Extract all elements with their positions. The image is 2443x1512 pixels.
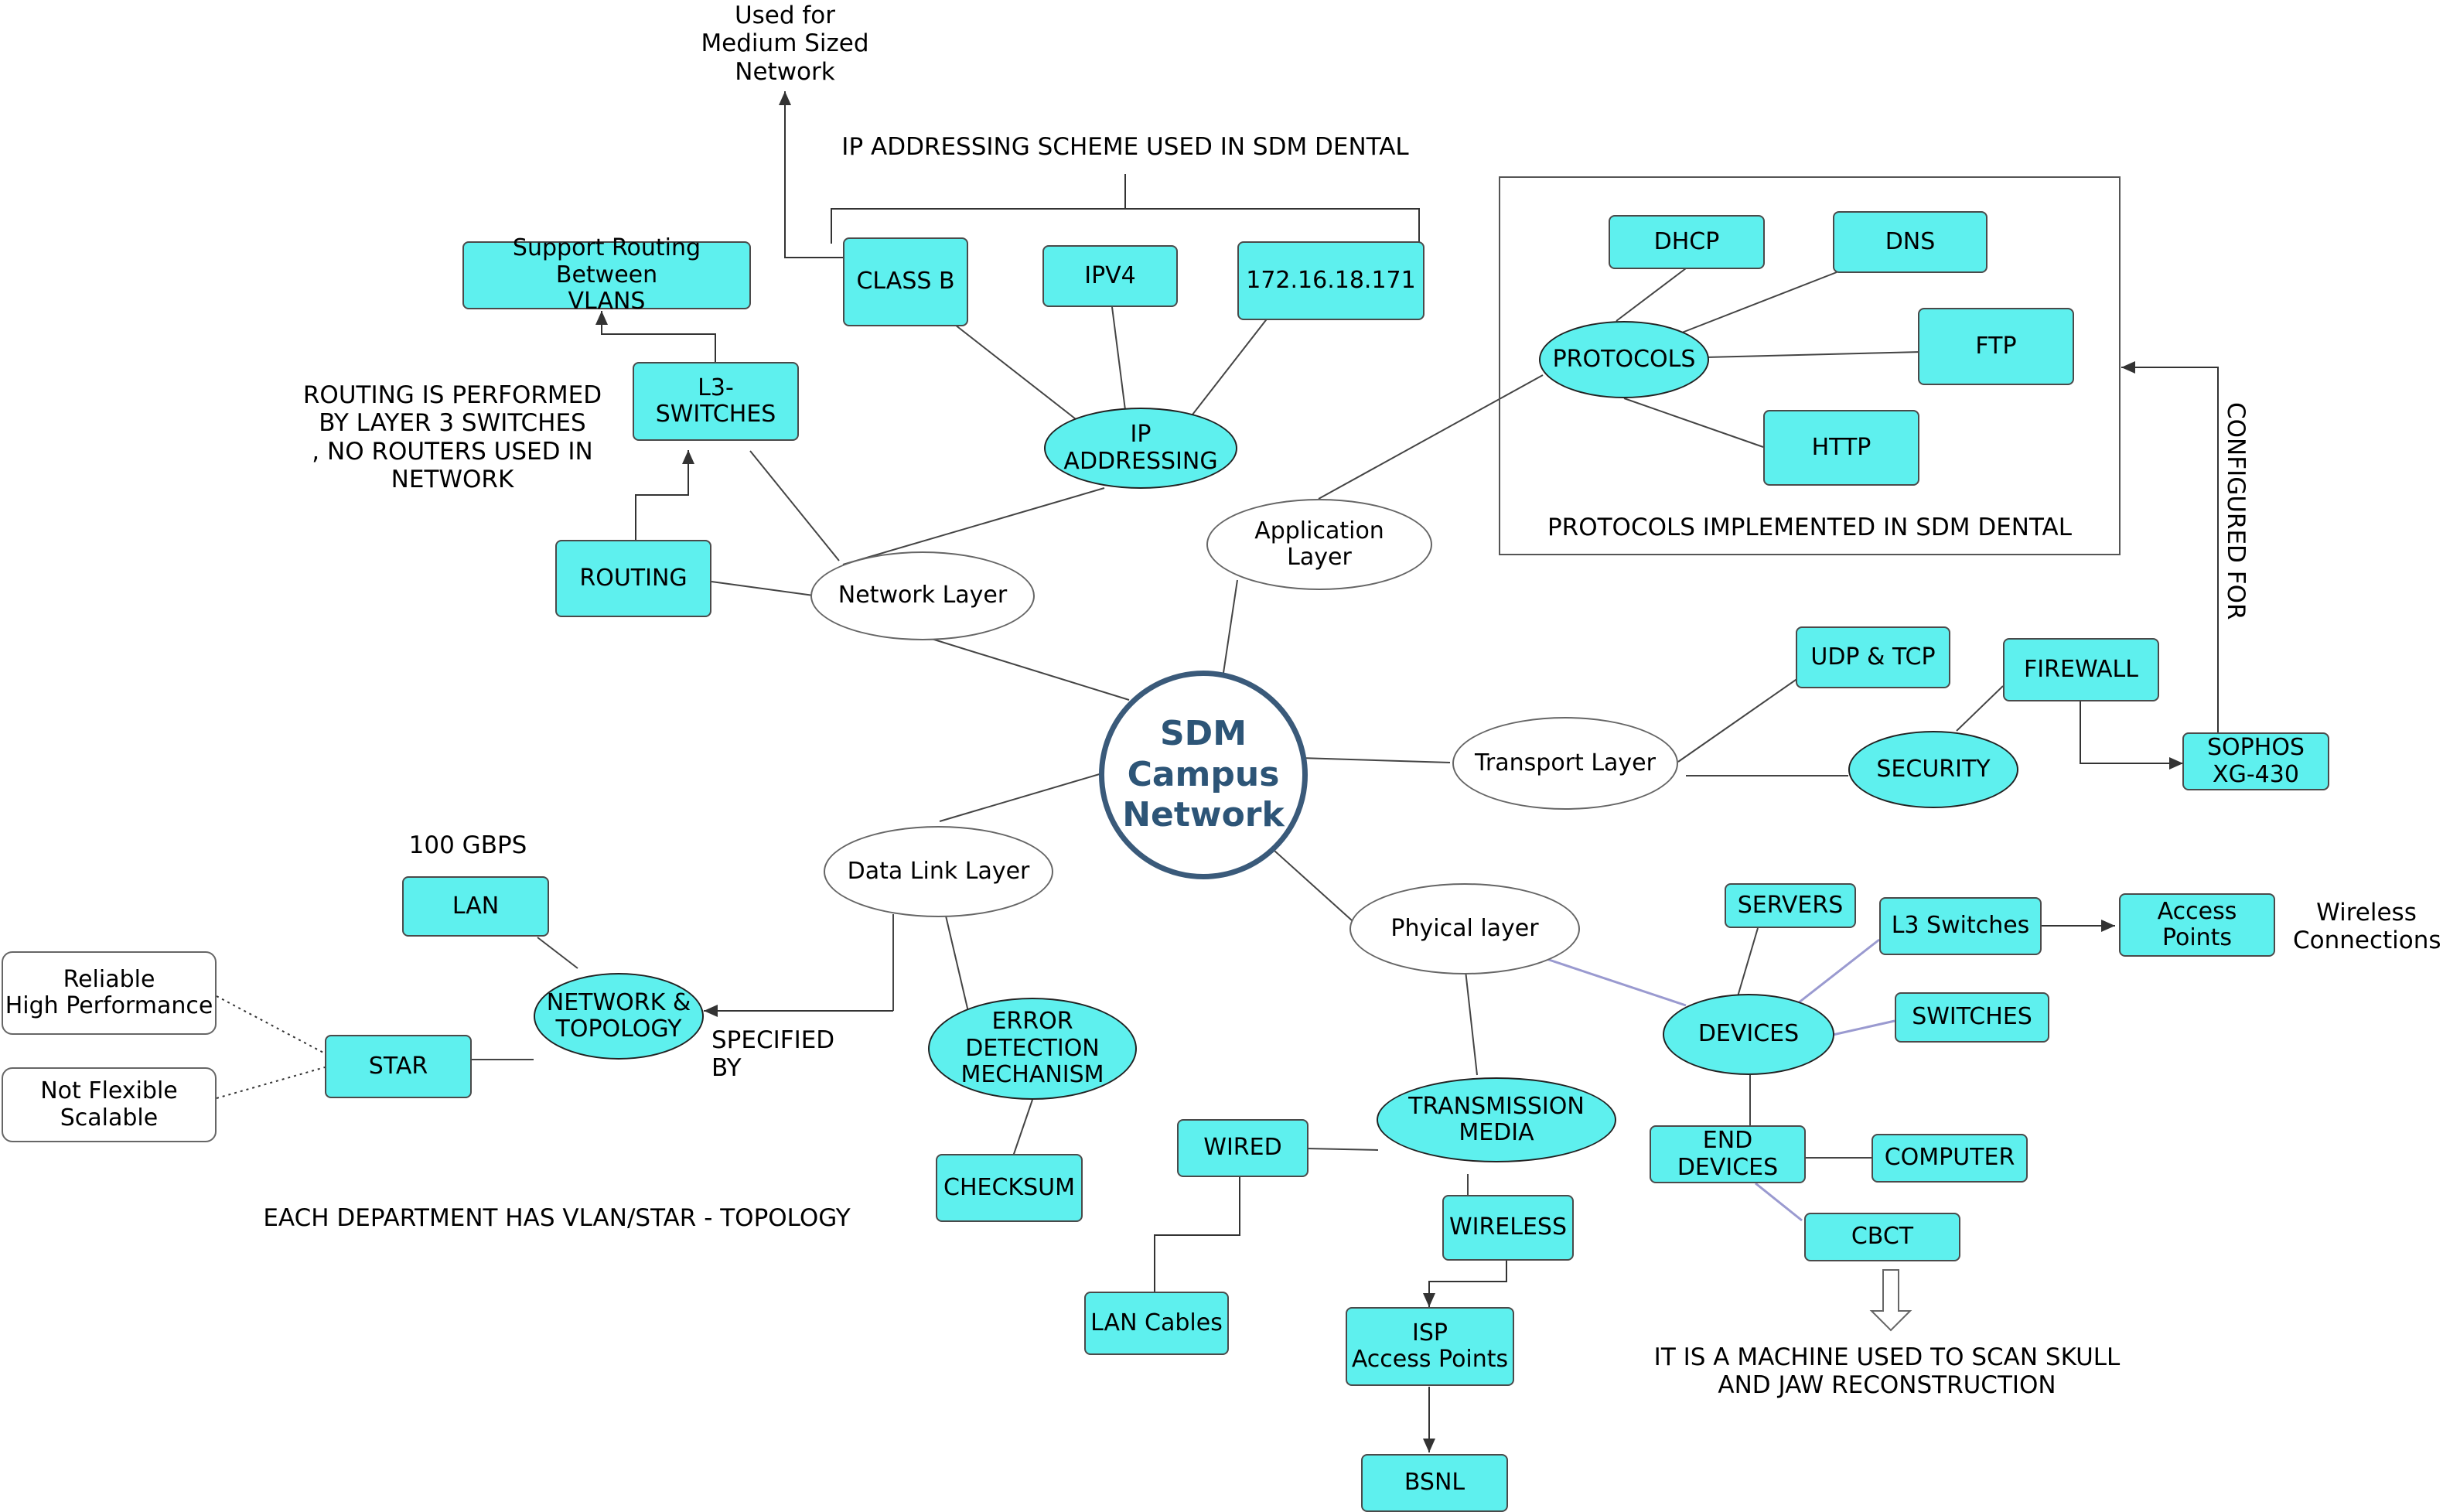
l3-switches-device-node: L3 Switches: [1879, 897, 2042, 955]
sophos-node: SOPHOS XG-430: [2182, 732, 2329, 790]
protocols-node: PROTOCOLS: [1539, 321, 1709, 398]
ip-scheme-caption: IP ADDRESSING SCHEME USED IN SDM DENTAL: [841, 133, 1409, 161]
wireless-node: WIRELESS: [1442, 1195, 1574, 1261]
specified-by-label: SPECIFIED BY: [711, 1026, 835, 1083]
servers-node: SERVERS: [1725, 883, 1856, 928]
access-points-node: Access Points: [2119, 893, 2275, 957]
wireless-connections-label: Wireless Connections: [2293, 899, 2441, 955]
devices-node: DEVICES: [1663, 994, 1834, 1075]
routing-note: ROUTING IS PERFORMED BY LAYER 3 SWITCHES…: [302, 381, 602, 493]
center-campus-network: SDM Campus Network: [1099, 671, 1308, 879]
routing-node: ROUTING: [555, 540, 711, 617]
protocols-caption: PROTOCOLS IMPLEMENTED IN SDM DENTAL: [1547, 514, 2073, 541]
support-routing-node: Support Routing Between VLANS: [462, 235, 751, 315]
vlan-note: EACH DEPARTMENT HAS VLAN/STAR - TOPOLOGY: [263, 1204, 851, 1232]
checksum-node: CHECKSUM: [936, 1154, 1083, 1222]
firewall-node: FIREWALL: [2003, 638, 2159, 701]
network-layer: Network Layer: [810, 551, 1035, 640]
not-flexible-box: Not Flexible Scalable: [2, 1067, 217, 1142]
cbct-note: IT IS A MACHINE USED TO SCAN SKULL AND J…: [1653, 1343, 2121, 1400]
protocols-frame: [1499, 176, 2121, 555]
isp-access-points-node: ISP Access Points: [1346, 1307, 1514, 1386]
l3-switches-node: L3- SWITCHES: [633, 362, 799, 441]
class-b-node: CLASS B: [843, 237, 968, 326]
ftp-node: FTP: [1918, 308, 2074, 385]
cbct-node: CBCT: [1804, 1213, 1960, 1261]
switches-node: SWITCHES: [1895, 992, 2049, 1043]
physical-layer: Phyical layer: [1349, 883, 1580, 974]
ip-addressing-node: IP ADDRESSING: [1044, 408, 1237, 489]
configured-for-label: CONFIGURED FOR: [2222, 402, 2250, 620]
dns-node: DNS: [1833, 211, 1987, 273]
reliable-box: Reliable High Performance: [2, 951, 217, 1035]
transmission-media-node: TRANSMISSION MEDIA: [1377, 1077, 1616, 1162]
dhcp-node: DHCP: [1609, 215, 1765, 269]
star-node: STAR: [325, 1035, 472, 1098]
lan-speed-label: 100 GBPS: [408, 831, 527, 859]
lan-cables-node: LAN Cables: [1084, 1292, 1229, 1355]
bsnl-node: BSNL: [1361, 1454, 1508, 1512]
computer-node: COMPUTER: [1871, 1134, 2028, 1183]
lan-node: LAN: [402, 876, 549, 937]
security-node: SECURITY: [1848, 731, 2018, 808]
class-b-note: Used for Medium Sized Network: [701, 2, 869, 86]
application-layer: Application Layer: [1206, 499, 1432, 590]
ipv4-node: IPV4: [1042, 245, 1178, 307]
end-devices-node: END DEVICES: [1650, 1125, 1806, 1183]
udp-tcp-node: UDP & TCP: [1796, 626, 1950, 688]
error-detection-node: ERROR DETECTION MECHANISM: [928, 998, 1137, 1100]
http-node: HTTP: [1763, 410, 1919, 486]
data-link-layer: Data Link Layer: [824, 826, 1053, 917]
wired-node: WIRED: [1177, 1119, 1309, 1177]
network-topology-node: NETWORK & TOPOLOGY: [534, 973, 704, 1060]
ip-address-node: 172.16.18.171: [1237, 241, 1425, 320]
transport-layer: Transport Layer: [1452, 717, 1678, 810]
